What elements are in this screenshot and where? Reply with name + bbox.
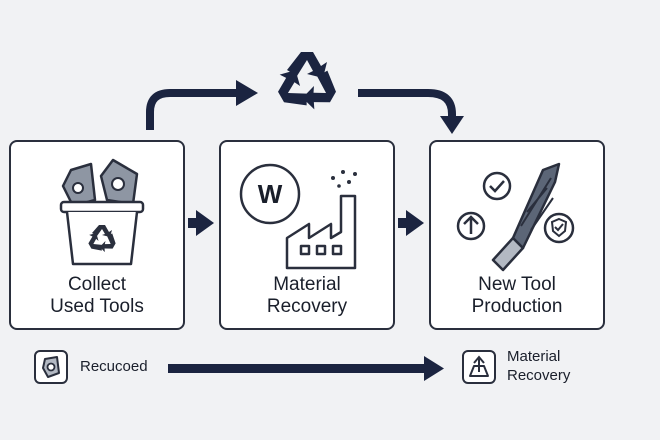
top-arrow-left — [146, 89, 238, 130]
insert-icon — [99, 158, 139, 206]
recycling-bin-icon — [59, 200, 145, 266]
recycle-icon — [278, 52, 336, 110]
step-label-new-tool: New Tool Production — [471, 274, 563, 317]
tungsten-element-icon: W — [239, 163, 301, 225]
arrow-card1-to-card2 — [188, 210, 214, 236]
material-recovery-icon — [462, 350, 496, 384]
top-arrow-right-head — [440, 116, 464, 134]
arrow-card2-to-card3 — [398, 210, 424, 236]
step-card-new-tool: New Tool Production — [429, 140, 605, 330]
bottom-arrow — [168, 356, 444, 381]
top-arrow-right — [358, 89, 456, 118]
arrow-up-icon — [456, 211, 486, 241]
step-label-collect: Collect Used Tools — [50, 274, 144, 317]
smoke-dots — [331, 170, 357, 188]
step-card-material-recovery: W Material Recovery — [219, 140, 395, 330]
insert-icon — [61, 162, 97, 208]
step-card-collect: Collect Used Tools — [9, 140, 185, 330]
factory-icon — [285, 194, 357, 270]
step-label-material-recovery: Material Recovery — [266, 274, 348, 317]
shield-check-icon — [543, 212, 575, 244]
end-mill-icon — [491, 162, 561, 272]
check-icon — [482, 171, 512, 201]
bottom-label-reduced: Recucoed — [80, 358, 148, 375]
bottom-label-material-recovery: Material Recovery — [507, 348, 571, 384]
reduced-insert-icon — [34, 350, 68, 384]
top-arrow-left-head — [236, 80, 258, 106]
element-symbol: W — [258, 179, 283, 209]
